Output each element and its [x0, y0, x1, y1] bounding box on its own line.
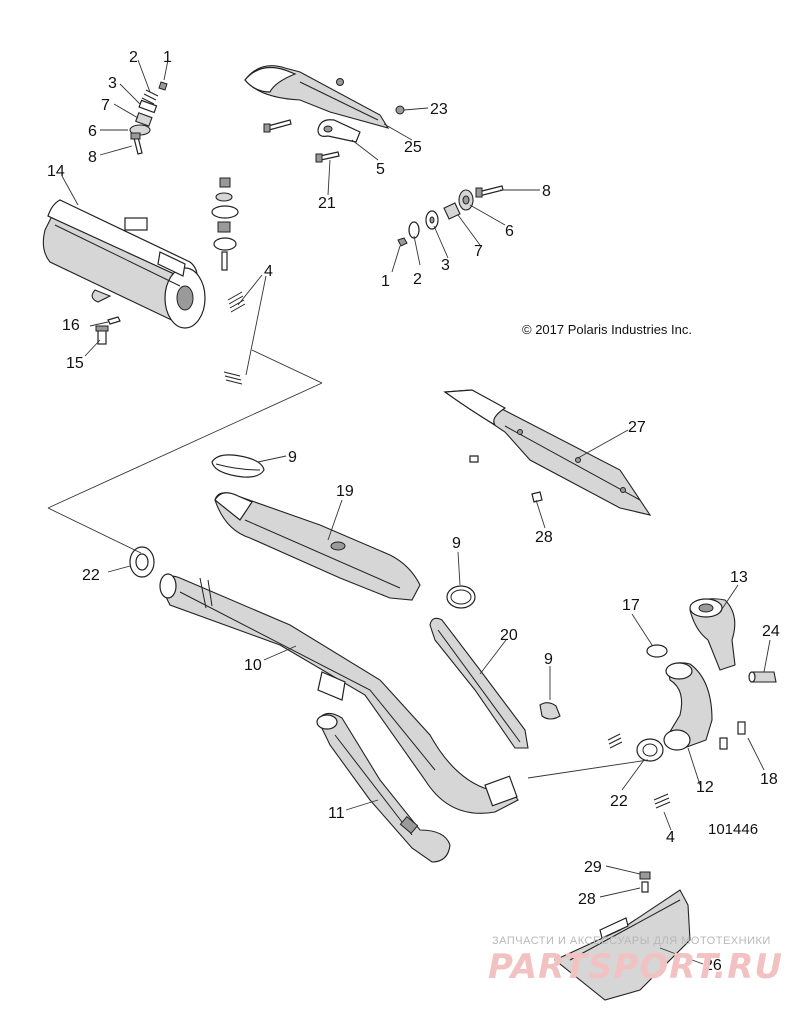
hardware-29-28[interactable] [639, 871, 651, 893]
callout-23: 23 [430, 101, 448, 118]
callout-3-top: 3 [108, 75, 117, 92]
pipe-10[interactable] [159, 573, 519, 814]
callout-18: 18 [760, 771, 778, 788]
rubber-mount-stack[interactable] [211, 177, 239, 271]
callout-4-top: 4 [264, 263, 273, 280]
spring-4-lower[interactable] [607, 733, 671, 809]
callout-8-right: 8 [542, 183, 551, 200]
bracket-5[interactable] [317, 119, 361, 143]
callout-25: 25 [404, 139, 422, 156]
callout-16: 16 [62, 317, 80, 334]
callout-12: 12 [696, 779, 714, 796]
callout-15: 15 [66, 355, 84, 372]
callout-3-right: 3 [441, 257, 450, 274]
callout-11: 11 [328, 805, 345, 822]
clamp-9-top[interactable] [211, 454, 265, 478]
callout-14: 14 [47, 163, 65, 180]
callout-29: 29 [584, 859, 602, 876]
heat-shield-27[interactable] [443, 389, 652, 516]
callout-6-right: 6 [505, 223, 514, 240]
bolts-21-23[interactable] [263, 105, 405, 163]
pipe-19[interactable] [214, 492, 421, 601]
heat-shield-20[interactable] [429, 617, 529, 749]
callout-7-right: 7 [474, 243, 483, 260]
heat-shield-25[interactable] [244, 65, 390, 129]
muffler-14[interactable] [42, 199, 206, 329]
diagram-number: 101446 [708, 821, 758, 838]
callout-6-top: 6 [88, 123, 97, 140]
watermark-brand: PARTSPORT.RU [488, 947, 783, 987]
callout-numbers: 1 2 3 7 6 8 14 16 15 4 23 25 5 21 8 6 7 … [47, 49, 780, 974]
spring-4-upper[interactable] [223, 291, 246, 385]
clamp-9-middle[interactable] [446, 585, 476, 609]
copyright-text: © 2017 Polaris Industries Inc. [522, 322, 692, 337]
clamp-9-right[interactable] [539, 702, 561, 720]
gasket-22-left[interactable] [129, 546, 155, 578]
callout-9-top: 9 [288, 449, 297, 466]
callout-5: 5 [376, 161, 385, 178]
gasket-17[interactable] [646, 644, 668, 658]
screws-28[interactable] [469, 455, 543, 503]
callout-26: 26 [704, 957, 722, 974]
callout-7-top: 7 [101, 97, 110, 114]
callout-13: 13 [730, 569, 748, 586]
callout-22-right: 22 [610, 793, 628, 810]
callout-4-bottom: 4 [666, 829, 675, 846]
callout-17: 17 [622, 597, 640, 614]
gasket-22-right[interactable] [636, 738, 664, 762]
cap-24[interactable] [748, 671, 777, 683]
callout-20: 20 [500, 627, 518, 644]
callout-2-right: 2 [413, 271, 422, 288]
callout-19: 19 [336, 483, 354, 500]
callout-22-left: 22 [82, 567, 100, 584]
header-pipe-13[interactable] [689, 598, 736, 671]
bolt-16-15[interactable] [95, 316, 121, 345]
hardware-stack-right[interactable] [397, 185, 504, 247]
callout-1-right: 1 [381, 273, 390, 290]
watermark: ЗАПЧАСТИ И АКСЕССУАРЫ ДЛЯ МОТОТЕХНИКИ PA… [488, 935, 783, 987]
callout-21: 21 [318, 195, 336, 212]
callout-28-lower: 28 [578, 891, 596, 908]
shield-26[interactable] [553, 889, 691, 1001]
screws-18[interactable] [719, 721, 746, 750]
hardware-stack-left[interactable] [129, 81, 168, 155]
watermark-tagline: ЗАПЧАСТИ И АКСЕССУАРЫ ДЛЯ МОТОТЕХНИКИ [492, 935, 771, 947]
callout-8-top: 8 [88, 149, 97, 166]
callout-27: 27 [628, 419, 646, 436]
pipe-12[interactable] [663, 662, 713, 751]
callout-9-right: 9 [544, 651, 553, 668]
callout-24: 24 [762, 623, 780, 640]
callout-28-upper: 28 [535, 529, 553, 546]
callout-9-middle: 9 [452, 535, 461, 552]
callout-10: 10 [244, 657, 262, 674]
callout-2-top: 2 [129, 49, 138, 66]
pipe-11[interactable] [316, 712, 451, 863]
leader-lines [47, 59, 771, 965]
callout-1-top: 1 [163, 49, 172, 66]
